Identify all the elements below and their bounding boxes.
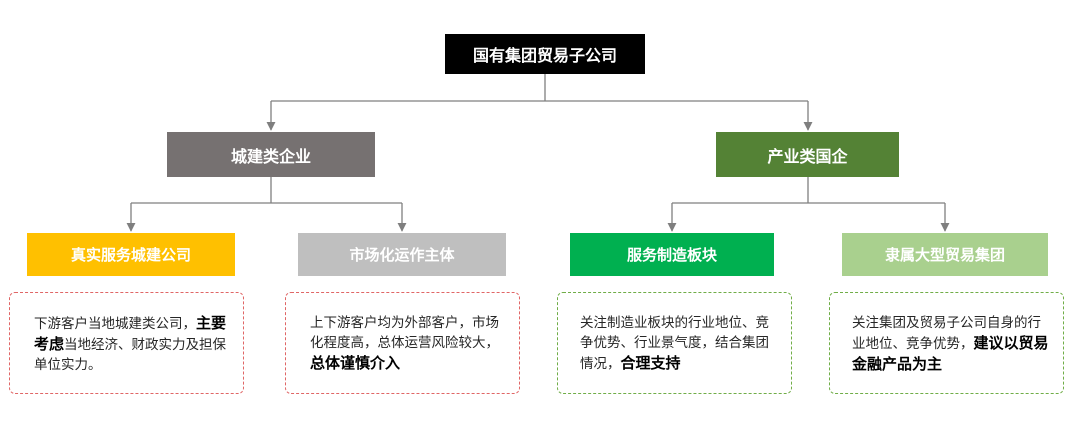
note-emphasis: 主要考虑: [34, 314, 227, 353]
note-text: 当地经济、财政实力及担保单位实力。: [34, 337, 227, 373]
note-box-1: 下游客户当地城建类公司，主要考虑当地经济、财政实力及担保单位实力。: [9, 292, 244, 394]
category-node-2: 市场化运作主体: [298, 233, 506, 276]
branch-node-industrial-soe: 产业类国企: [716, 132, 899, 177]
branch-node-label: 产业类国企: [767, 146, 848, 166]
note-text: 关注制造业板块的行业地位、竞争优势、行业景气度，结合集团情况，: [580, 315, 769, 372]
note-text: 上下游客户均为外部客户，市场化程度高，总体运营风险较大，: [310, 315, 499, 351]
note-text: 关注集团及贸易子公司自身的行业地位、竞争优势，: [852, 315, 1041, 352]
root-node: 国有集团贸易子公司: [445, 34, 645, 74]
note-box-3: 关注制造业板块的行业地位、竞争优势、行业景气度，结合集团情况，合理支持: [557, 292, 792, 394]
note-emphasis: 合理支持: [620, 354, 681, 372]
branch-node-urban-construction: 城建类企业: [167, 132, 375, 177]
note-emphasis: 建议以贸易金融产品为主: [852, 334, 1049, 373]
category-node-label: 真实服务城建公司: [70, 246, 191, 264]
category-node-label: 隶属大型贸易集团: [884, 246, 1005, 264]
note-text: 下游客户当地城建类公司，: [34, 316, 196, 332]
branch-node-label: 城建类企业: [230, 146, 311, 166]
root-node-label: 国有集团贸易子公司: [472, 46, 617, 65]
note-box-2: 上下游客户均为外部客户，市场化程度高，总体运营风险较大， 总体谨慎介入: [285, 292, 520, 394]
category-node-label: 市场化运作主体: [349, 246, 455, 264]
category-node-3: 服务制造板块: [570, 233, 774, 276]
category-node-4: 隶属大型贸易集团: [842, 233, 1048, 276]
note-emphasis: 总体谨慎介入: [310, 354, 401, 372]
note-box-4: 关注集团及贸易子公司自身的行业地位、竞争优势，建议以贸易金融产品为主: [829, 292, 1064, 394]
category-node-1: 真实服务城建公司: [27, 233, 235, 276]
category-node-label: 服务制造板块: [626, 246, 717, 264]
